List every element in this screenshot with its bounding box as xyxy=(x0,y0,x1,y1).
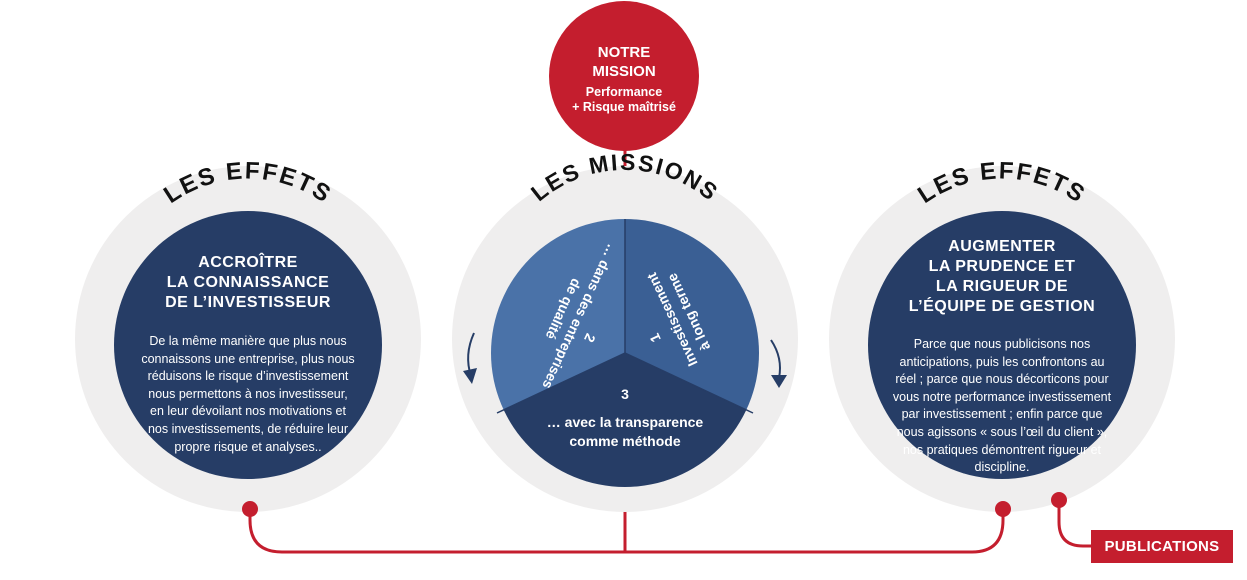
segment-3-line1: … avec la transparence xyxy=(547,414,704,430)
right-heading-3: LA RIGUEUR DE xyxy=(936,278,1068,295)
left-connector-dot xyxy=(242,501,258,517)
right-heading-2: LA PRUDENCE ET xyxy=(929,258,1076,275)
left-heading-3: DE L’INVESTISSEUR xyxy=(165,294,331,311)
left-heading-2: LA CONNAISSANCE xyxy=(167,274,329,291)
right-connector-dot xyxy=(995,501,1011,517)
mission-sub-2: + Risque maîtrisé xyxy=(572,100,676,114)
mission-title-2: MISSION xyxy=(592,63,655,80)
left-inner-circle xyxy=(114,211,382,479)
right-inner-circle xyxy=(868,211,1136,479)
segment-3-line2: comme méthode xyxy=(569,433,680,449)
mission-circle xyxy=(549,1,699,151)
segment-3-number: 3 xyxy=(621,386,629,402)
left-rotation-arrow-icon xyxy=(463,332,477,384)
mission-sub-1: Performance xyxy=(586,85,662,99)
right-heading-1: AUGMENTER xyxy=(948,238,1056,255)
bottom-connector-line xyxy=(248,510,1005,554)
publications-connector-dot xyxy=(1051,492,1067,508)
left-body-text: De la même manière que plus nous connais… xyxy=(141,334,355,454)
right-rotation-arrow-icon xyxy=(770,339,787,388)
wedge-divider-left xyxy=(496,352,626,414)
mission-title-1: NOTRE xyxy=(598,44,651,61)
left-heading-1: ACCROÎTRE xyxy=(198,252,298,271)
publications-connector-line xyxy=(1057,500,1092,548)
right-heading-4: L’ÉQUIPE DE GESTION xyxy=(909,296,1095,315)
publications-button[interactable]: PUBLICATIONS xyxy=(1091,530,1233,563)
wedge-divider-right xyxy=(624,352,754,414)
right-body-text: Parce que nous publicisons nos anticipat… xyxy=(892,337,1112,475)
